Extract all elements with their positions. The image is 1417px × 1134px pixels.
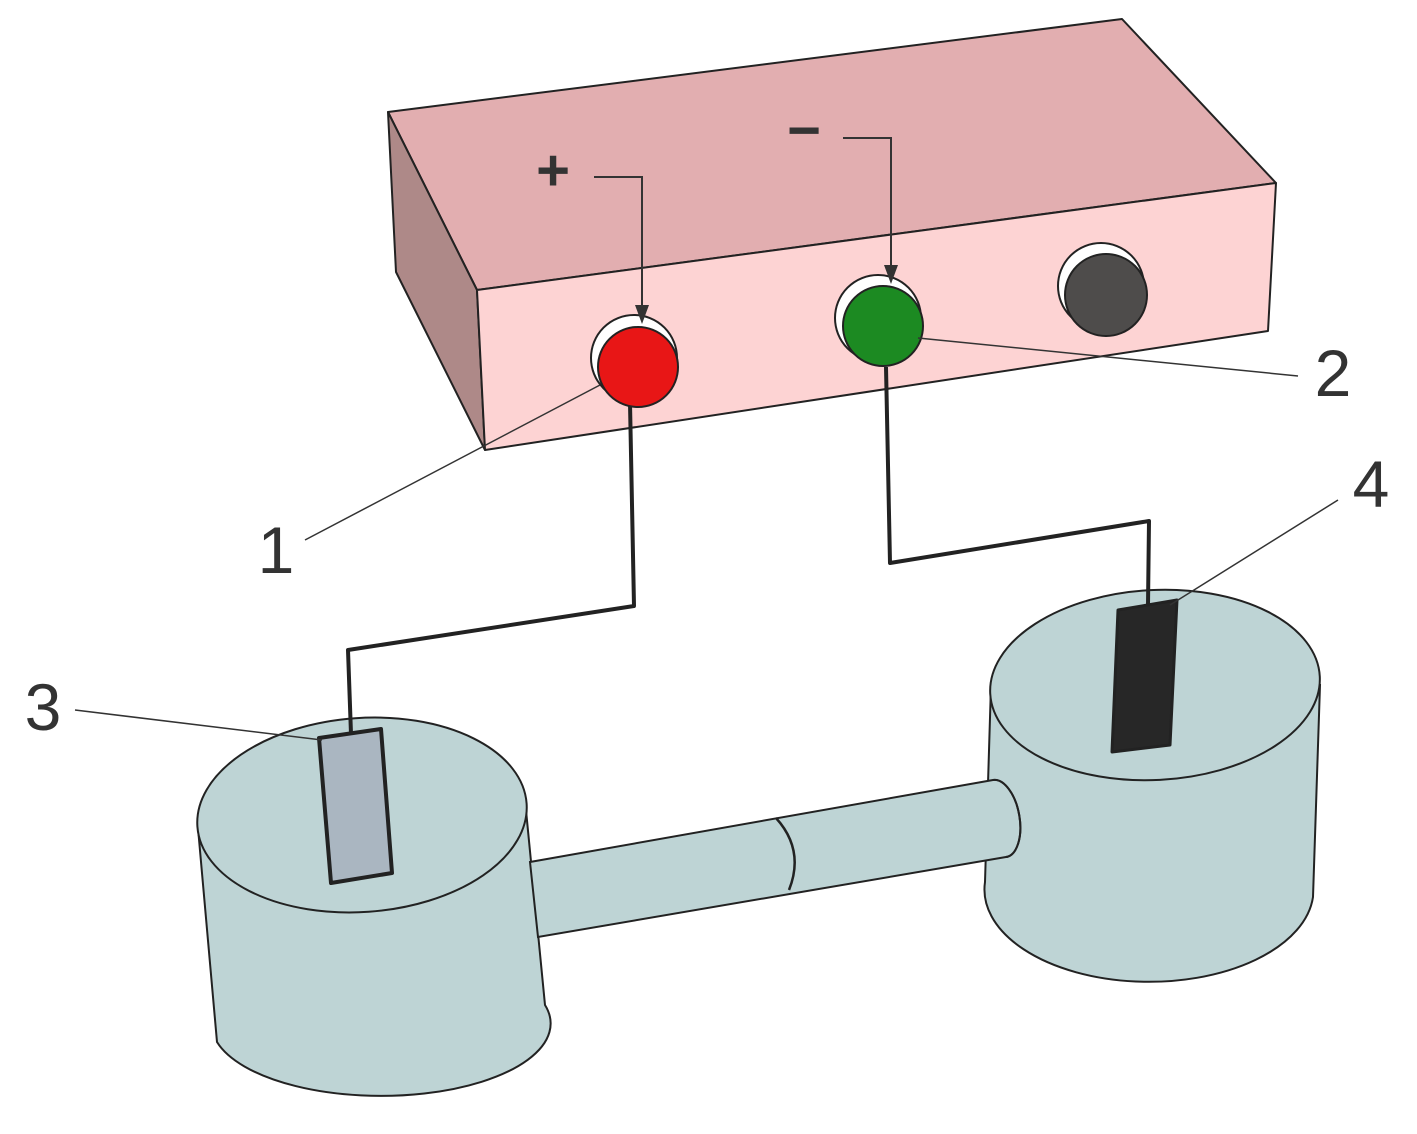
extra-terminal <box>1057 242 1148 337</box>
callout-3-leader <box>74 709 323 741</box>
tube-joint <box>775 817 796 891</box>
positive-sign: + <box>536 138 570 203</box>
positive-arrow-head <box>635 305 649 324</box>
callout-4-leader <box>1169 499 1339 606</box>
positive-terminal <box>590 314 679 408</box>
negative-terminal-cap <box>842 285 924 367</box>
positive-arrow-line <box>594 176 643 310</box>
negative-wire <box>884 366 1151 606</box>
callout-1-leader <box>304 384 601 541</box>
electrode-left <box>317 727 394 885</box>
callout-3: 3 <box>25 670 62 744</box>
negative-arrow-head <box>884 265 898 284</box>
polarity-arrows <box>594 137 898 324</box>
tube-body <box>528 778 1022 939</box>
positive-wire <box>346 402 636 735</box>
callout-2-leader <box>917 337 1299 377</box>
connecting-tube <box>528 778 1022 939</box>
positive-terminal-cap <box>597 326 679 408</box>
callout-2: 2 <box>1315 336 1352 410</box>
extra-terminal-cap <box>1064 253 1148 337</box>
negative-terminal <box>834 274 924 367</box>
callout-1: 1 <box>258 513 295 587</box>
negative-arrow-line <box>843 137 892 270</box>
negative-sign: − <box>787 98 821 163</box>
callout-4: 4 <box>1353 447 1390 521</box>
callout-leaders <box>74 337 1339 741</box>
wires <box>346 366 1151 735</box>
tube-right-cap <box>992 778 1022 858</box>
power-supply-box <box>387 18 1277 451</box>
electrode-right <box>1110 598 1179 754</box>
